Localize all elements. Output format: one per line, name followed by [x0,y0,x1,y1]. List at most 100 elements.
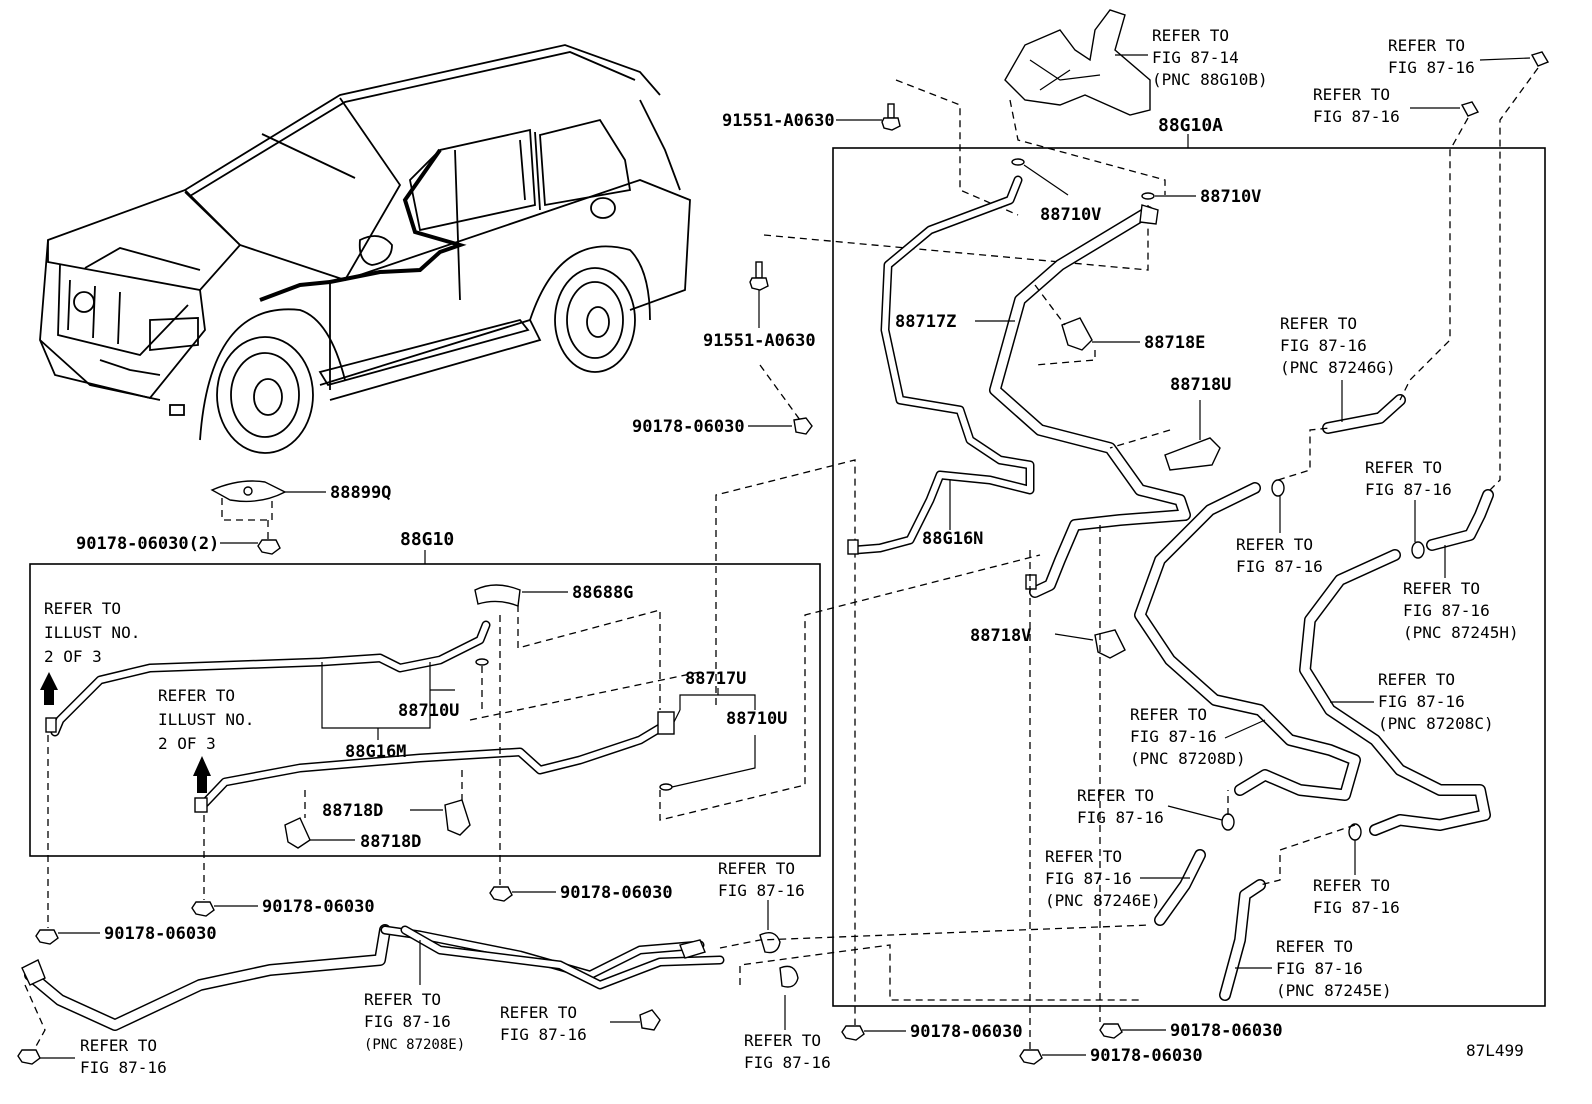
nut-b2: 90178-06030 [1099,1021,1283,1041]
refer-illust-2: REFER TO ILLUST NO. 2 OF 3 [158,686,254,793]
part-88710U-b: 88710U [659,554,1041,821]
part-88718U: 88718U [1109,375,1231,471]
part-88899Q: 88899Q [210,480,391,521]
svg-text:REFER TO: REFER TO [1313,876,1390,895]
svg-text:90178-06030: 90178-06030 [632,417,745,437]
svg-text:FIG 87-16: FIG 87-16 [1130,727,1217,746]
svg-text:REFER TO: REFER TO [500,1003,577,1022]
svg-text:FIG 87-16: FIG 87-16 [500,1025,587,1044]
svg-text:FIG 87-16: FIG 87-16 [1280,336,1367,355]
refer-246g: REFER TO FIG 87-16 (PNC 87246G) [1280,314,1396,422]
group-88G10A: 88G10A [832,115,1546,1007]
part-88718D: 88718D 88718D [284,770,471,852]
refer-208c: REFER TO FIG 87-16 (PNC 87208C) [1330,670,1494,733]
compressor-unit [1004,9,1166,195]
svg-text:FIG 87-16: FIG 87-16 [1313,898,1400,917]
emblem [73,291,95,313]
svg-text:REFER TO: REFER TO [1280,314,1357,333]
hose-87245H [1426,489,1494,551]
refer-tr2: REFER TO FIG 87-16 [1313,85,1460,126]
svg-text:88710U: 88710U [398,701,459,721]
svg-text:90178-06030: 90178-06030 [910,1022,1023,1042]
diagram-id: 87L499 [1466,1041,1524,1060]
part-88718E: 88718E [1034,284,1205,366]
hose-88717Z: 88717Z [895,204,1191,598]
nut-bl-3: 90178-06030 [489,883,673,903]
nut-b1: 90178-06030 [841,1022,1023,1042]
nut-bl-1: 90178-06030 [35,924,217,945]
label-88899Q: 88899Q [330,483,391,503]
refer-l1: REFER TO FIG 87-16 [1077,786,1223,827]
part-88718V: 88718V [970,525,1126,1050]
svg-text:88717Z: 88717Z [895,312,956,332]
hose-87246G [1322,394,1406,434]
svg-text:FIG 87-16: FIG 87-16 [1365,480,1452,499]
svg-text:88710V: 88710V [1040,205,1101,225]
svg-text:FIG 87-16: FIG 87-16 [1403,601,1490,620]
svg-text:(PNC 88G10B): (PNC 88G10B) [1152,70,1268,89]
svg-text:90178-06030: 90178-06030 [1090,1046,1203,1066]
group-88G10: 88G10 [29,529,821,857]
group-88G10A-frame [832,147,1546,1007]
svg-text:ILLUST NO.: ILLUST NO. [158,710,254,729]
nut-90178-06030-2: 90178-06030(2) [76,520,281,555]
svg-text:90178-06030: 90178-06030 [1170,1021,1283,1041]
svg-text:REFER TO: REFER TO [1403,579,1480,598]
part-88710V-b: 88710V [1141,187,1261,207]
refer-tr1: REFER TO FIG 87-16 [1388,36,1531,77]
clamps [1221,51,1550,886]
svg-text:FIG 87-16: FIG 87-16 [80,1058,167,1077]
svg-text:88718D: 88718D [322,801,383,821]
refer-bl: REFER TO FIG 87-16 [40,1036,167,1077]
svg-text:REFER TO: REFER TO [1313,85,1390,104]
svg-text:FIG 87-16: FIG 87-16 [1236,557,1323,576]
refer-illust-1: REFER TO ILLUST NO. 2 OF 3 [40,599,140,705]
svg-text:(PNC 87246G): (PNC 87246G) [1280,358,1396,377]
refer-r16: REFER TO FIG 87-16 [1313,840,1400,917]
svg-text:FIG 87-16: FIG 87-16 [1388,58,1475,77]
nut-bl-2: 90178-06030 [191,897,375,917]
svg-text:REFER TO: REFER TO [1152,26,1229,45]
svg-text:REFER TO: REFER TO [1276,937,1353,956]
svg-text:REFER TO: REFER TO [744,1031,821,1050]
svg-text:88G16M: 88G16M [345,742,406,762]
svg-text:88688G: 88688G [572,583,633,603]
part-88688G: 88688G [474,583,661,710]
pipe-88G16M [45,620,675,813]
svg-text:REFER TO: REFER TO [718,859,795,878]
bolt-91551-mid: 91551-A0630 [703,205,1149,351]
svg-text:(PNC 87245E): (PNC 87245E) [1276,981,1392,1000]
svg-text:91551-A0630: 91551-A0630 [722,111,835,131]
svg-text:90178-06030: 90178-06030 [262,897,375,917]
svg-text:2 OF 3: 2 OF 3 [158,734,216,753]
svg-text:88718E: 88718E [1144,333,1205,353]
vehicle-illustration [39,44,691,454]
refer-245h: REFER TO FIG 87-16 (PNC 87245H) [1403,545,1519,642]
svg-text:FIG 87-16: FIG 87-16 [1313,107,1400,126]
svg-text:2 OF 3: 2 OF 3 [44,647,102,666]
svg-text:REFER TO: REFER TO [80,1036,157,1055]
svg-text:(PNC 87246E): (PNC 87246E) [1045,891,1161,910]
group-88G10A-title: 88G10A [1158,115,1223,136]
hose-87245E [1219,879,1266,1001]
svg-text:REFER TO: REFER TO [158,686,235,705]
svg-text:REFER TO: REFER TO [1077,786,1154,805]
refer-b2: REFER TO FIG 87-16 [500,1003,587,1044]
svg-text:91551-A0630: 91551-A0630 [703,331,816,351]
svg-text:REFER TO: REFER TO [1236,535,1313,554]
part-88710V-a: 88710V [1011,158,1101,225]
svg-text:REFER TO: REFER TO [1378,670,1455,689]
svg-text:88718U: 88718U [1170,375,1231,395]
svg-text:REFER TO: REFER TO [1130,705,1207,724]
svg-text:FIG 87-16: FIG 87-16 [1077,808,1164,827]
svg-text:FIG 87-16: FIG 87-16 [1276,959,1363,978]
svg-text:88718V: 88718V [970,626,1031,646]
pipe-88G16N: 88G16N [847,175,1035,555]
svg-text:ILLUST NO.: ILLUST NO. [44,623,140,642]
svg-text:(PNC 87208C): (PNC 87208C) [1378,714,1494,733]
hose-87208C [1299,549,1491,836]
svg-text:REFER TO: REFER TO [1365,458,1442,477]
refer-208d: REFER TO FIG 87-16 (PNC 87208D) [1130,705,1266,768]
